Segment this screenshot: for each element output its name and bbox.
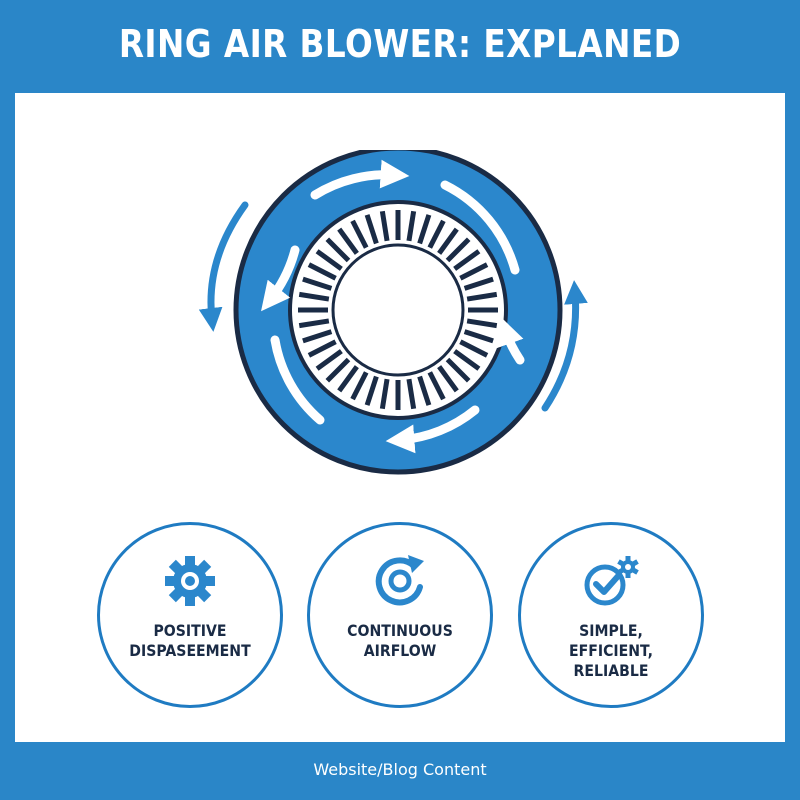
feature-continuous-airflow: CONTINUOUS AIRFLOW [307, 522, 493, 708]
airflow-arrow-right [496, 316, 525, 365]
impeller-blade [307, 262, 337, 281]
airflow-arrow-bottom-right [385, 405, 480, 454]
feature-label-line2: DISPASEEMENT [129, 641, 251, 660]
external-arrow-right [541, 280, 588, 412]
circular-arrow-icon [375, 555, 424, 606]
impeller-blade [406, 210, 417, 242]
feature-label: POSITIVE DISPASEEMENT [120, 621, 261, 661]
feature-label-line1: POSITIVE [153, 621, 227, 640]
impeller-blade [298, 291, 330, 302]
feature-label-line1: SIMPLE, EFFICIENT, [568, 621, 654, 660]
airflow-arrow-top-right [440, 180, 520, 275]
feature-label: CONTINUOUS AIRFLOW [330, 621, 471, 661]
impeller-blade [298, 318, 330, 329]
impeller-blade [379, 210, 390, 242]
feature-label-line2: RELIABLE [573, 661, 649, 680]
impeller-blade [466, 291, 498, 302]
feature-positive-displacement: POSITIVE DISPASEEMENT [97, 522, 283, 708]
footer-text: Website/Blog Content [313, 760, 487, 779]
airflow-arrow-upper-left [261, 245, 300, 312]
impeller-blades [298, 210, 498, 410]
feature-simple-efficient-reliable: SIMPLE, EFFICIENT, RELIABLE [518, 522, 704, 708]
impeller-blade [337, 365, 359, 393]
impeller-blade [315, 249, 343, 271]
impeller-blade [445, 237, 471, 263]
impeller-blade [459, 339, 489, 358]
airflow-arrow-left [270, 335, 325, 425]
impeller-blade [466, 318, 498, 329]
impeller-blade [463, 276, 494, 291]
feature-label: SIMPLE, EFFICIENT, RELIABLE [541, 621, 682, 681]
impeller-blade [302, 329, 333, 344]
impeller-blade [445, 357, 471, 383]
impeller-blade [315, 349, 343, 371]
impeller-blade [364, 214, 379, 245]
impeller-blade [307, 339, 337, 358]
impeller-blade [427, 219, 446, 249]
impeller-blade [379, 378, 390, 410]
airflow-arrows [261, 159, 525, 454]
impeller-blade [417, 375, 432, 406]
airflow-arrow-top [310, 159, 410, 200]
impeller-blade [437, 227, 459, 255]
impeller-blade [325, 357, 351, 383]
impeller-blade [453, 349, 481, 371]
impeller-blade [459, 262, 489, 281]
feature-label-line1: CONTINUOUS [347, 621, 453, 640]
impeller-blade [337, 227, 359, 255]
impeller-blade [364, 375, 379, 406]
page-title: RING AIR BLOWER: EXPLANED [118, 22, 682, 66]
impeller-blade [437, 365, 459, 393]
ring-blower-diagram [198, 150, 588, 475]
gear-icon [165, 556, 215, 606]
impeller-hub [331, 243, 465, 377]
impeller-blade [427, 371, 446, 401]
impeller-blade [417, 214, 432, 245]
external-arrow-left [198, 201, 249, 332]
impeller-blade [302, 276, 333, 291]
impeller-blade [453, 249, 481, 271]
impeller-blade [463, 329, 494, 344]
impeller-blade [350, 219, 369, 249]
check-gear-icon [584, 556, 639, 606]
impeller-blade [350, 371, 369, 401]
feature-label-line2: AIRFLOW [363, 641, 437, 660]
impeller-blade [406, 378, 417, 410]
impeller-blade [325, 237, 351, 263]
